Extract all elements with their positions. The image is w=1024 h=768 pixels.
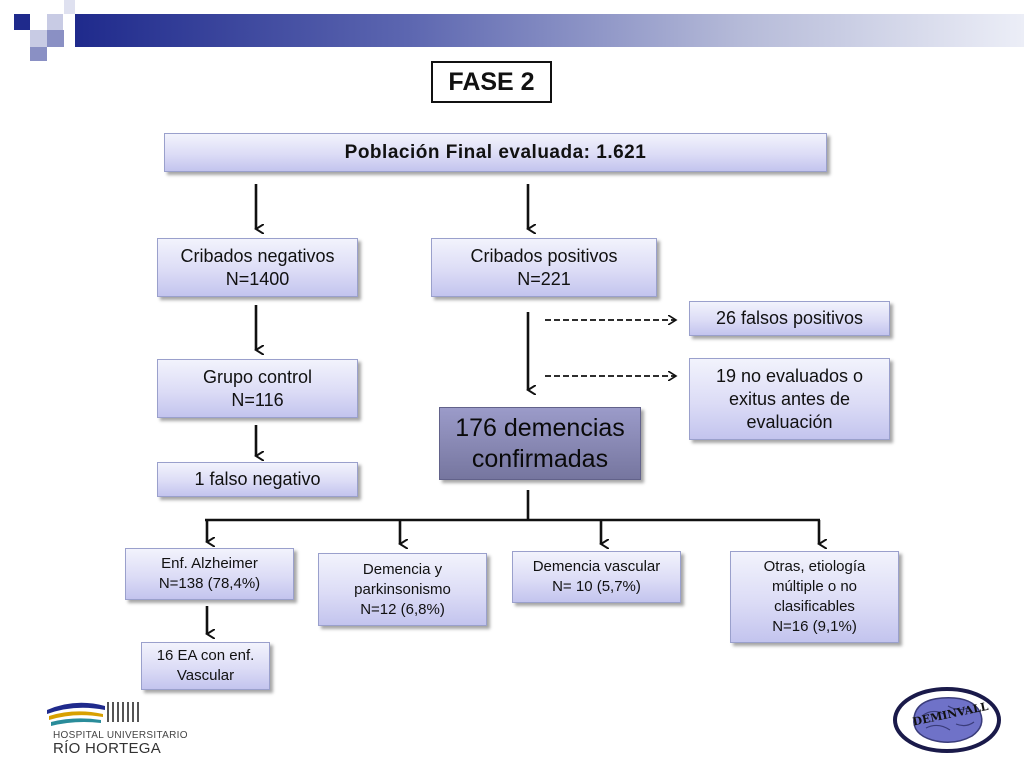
final-population-box: Población Final evaluada: 1.621 [164, 133, 827, 172]
other-box: Otras, etiología múltiple o no clasifica… [730, 551, 899, 643]
not-evaluated-box: 19 no evaluados o exitus antes de evalua… [689, 358, 890, 440]
ea-vascular-line: Vascular [176, 667, 235, 684]
vascular-line: N= 10 (5,7%) [552, 578, 641, 595]
header-square [47, 30, 64, 47]
alzheimer-line: Enf. Alzheimer [161, 555, 258, 572]
ea-vascular-line: 16 EA con enf. [156, 647, 255, 664]
other-line: Otras, etiología [763, 558, 866, 575]
false-negative-label: 1 falso negativo [194, 469, 321, 489]
false-positives-box: 26 falsos positivos [689, 301, 890, 336]
header-square [47, 14, 63, 30]
vascular-box: Demencia vascular N= 10 (5,7%) [512, 551, 681, 603]
header-square [14, 14, 30, 30]
alzheimer-line: N=138 (78,4%) [158, 575, 261, 592]
parkinsonism-box: Demencia y parkinsonismo N=12 (6,8%) [318, 553, 487, 626]
confirmed-line: confirmadas [471, 444, 609, 473]
not-evaluated-line: exitus antes de [728, 388, 851, 409]
hospital-logo [47, 702, 139, 726]
alzheimer-box: Enf. Alzheimer N=138 (78,4%) [125, 548, 294, 600]
hospital-name-line2: RÍO HORTEGA [53, 740, 162, 757]
screened-positive-box: Cribados positivos N=221 [431, 238, 657, 297]
false-negative-box: 1 falso negativo [157, 462, 358, 497]
control-group-count: N=116 [231, 389, 284, 410]
final-population-label: Población Final evaluada: 1.621 [344, 141, 647, 163]
not-evaluated-line: 19 no evaluados o [715, 365, 864, 386]
parkinsonism-line: N=12 (6,8%) [360, 600, 445, 618]
screened-positive-count: N=221 [517, 268, 571, 289]
header-square [64, 0, 75, 14]
other-line: clasificables [774, 598, 855, 615]
deminvall-logo [893, 687, 1001, 753]
false-positives-label: 26 falsos positivos [715, 308, 864, 328]
not-evaluated-line: evaluación [746, 411, 833, 432]
header-square [30, 47, 47, 61]
vascular-line: Demencia vascular [532, 558, 661, 575]
header-square [30, 30, 47, 47]
parkinsonism-line: parkinsonismo [354, 580, 451, 598]
confirmed-line: 176 demencias [455, 413, 625, 442]
screened-negative-count: N=1400 [225, 268, 290, 289]
hospital-name-line1: HOSPITAL UNIVERSITARIO [53, 730, 188, 741]
header-bar [75, 14, 1024, 47]
control-group-title: Grupo control [202, 366, 313, 387]
phase-title: FASE 2 [431, 61, 552, 103]
screened-negative-box: Cribados negativos N=1400 [157, 238, 358, 297]
control-group-box: Grupo control N=116 [157, 359, 358, 418]
ea-vascular-box: 16 EA con enf. Vascular [141, 642, 270, 690]
screened-negative-title: Cribados negativos [180, 245, 335, 266]
screened-positive-title: Cribados positivos [470, 245, 618, 266]
parkinsonism-line: Demencia y [362, 560, 443, 578]
other-line: múltiple o no [771, 578, 858, 595]
other-line: N=16 (9,1%) [772, 618, 857, 635]
confirmed-dementias-box: 176 demencias confirmadas [439, 407, 641, 480]
